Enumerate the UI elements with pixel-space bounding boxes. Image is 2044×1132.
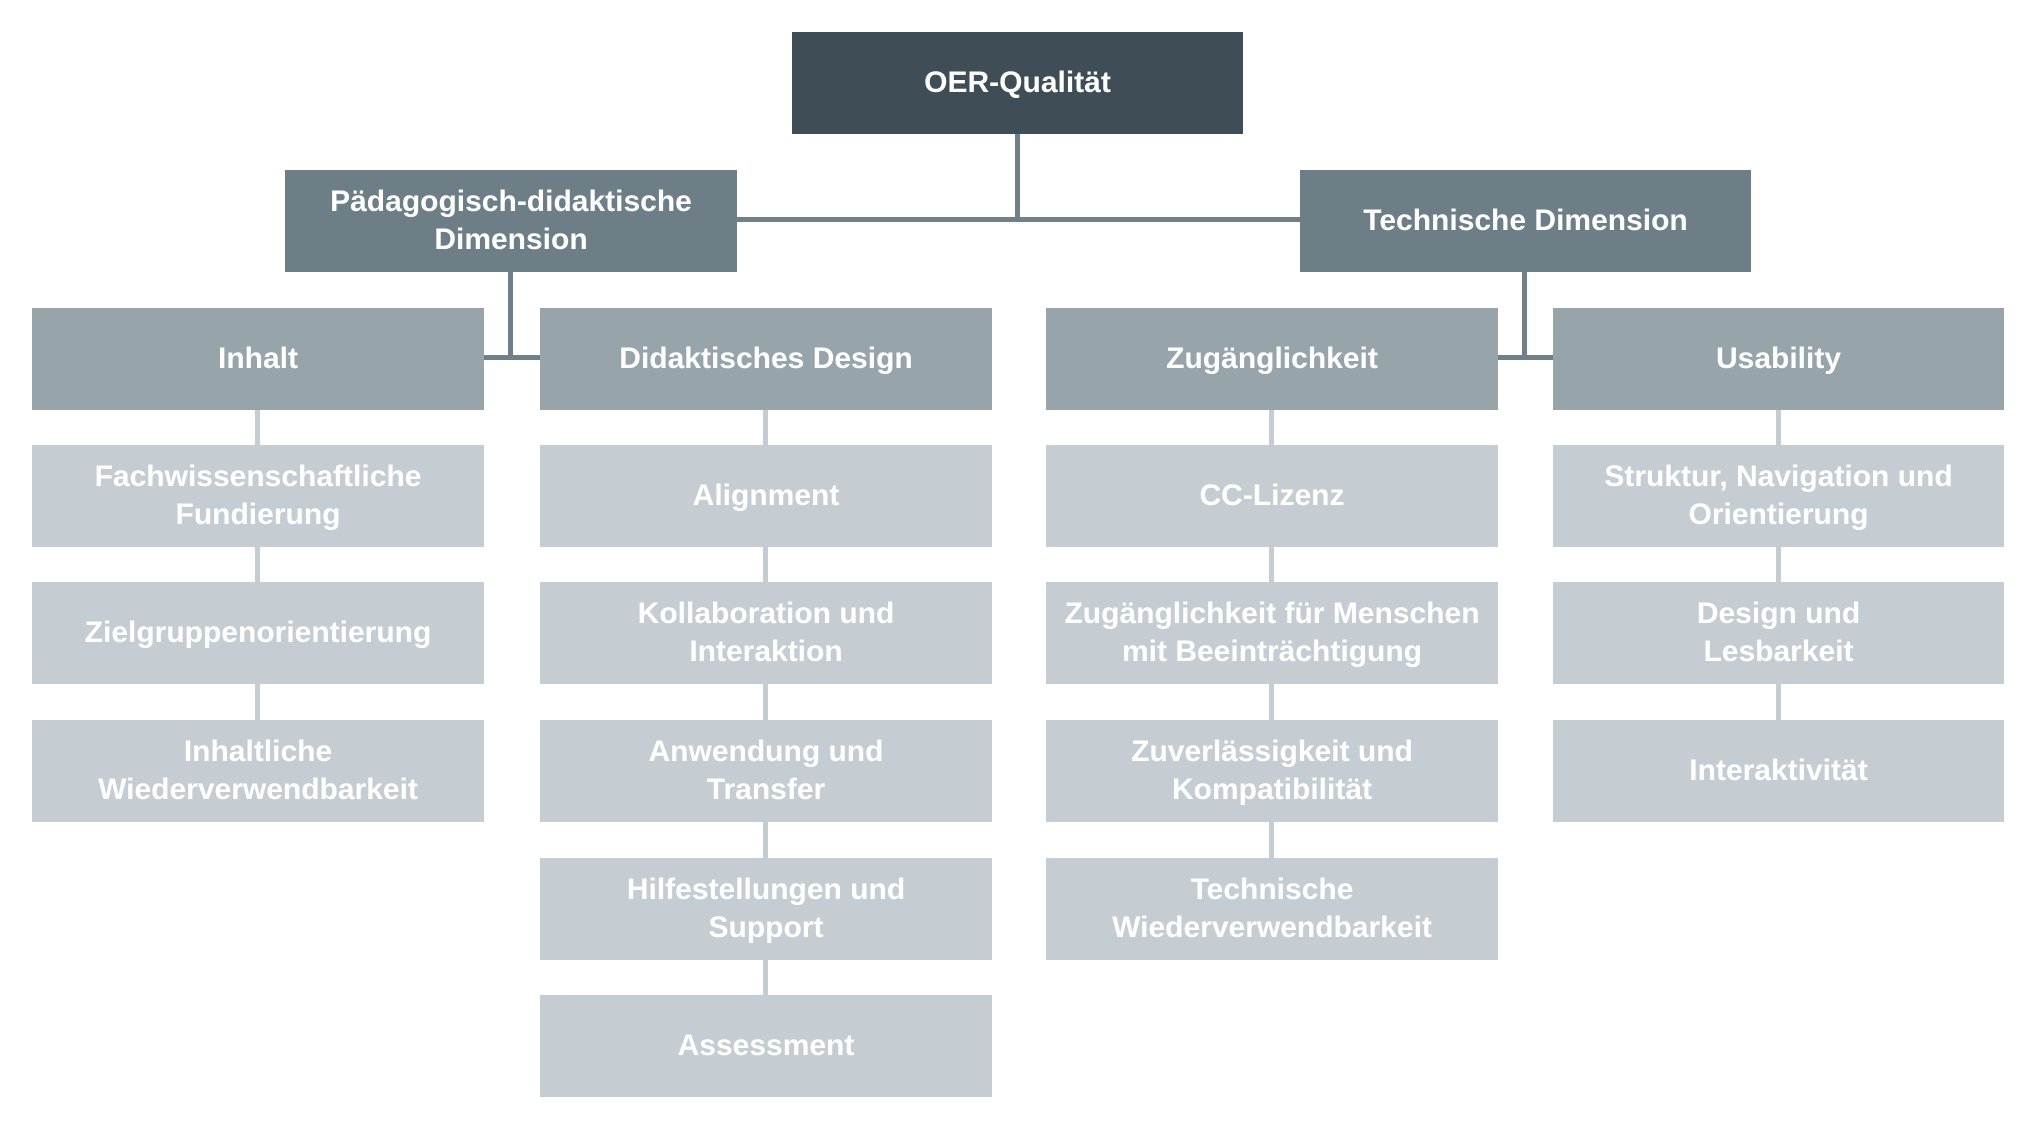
connector-col2-gap2: [763, 547, 768, 582]
connector-col3-gap3: [1269, 684, 1274, 720]
connector-col4-gap3: [1776, 684, 1781, 720]
connector-dim2-vertical: [1522, 272, 1527, 360]
connector-col4-gap1: [1776, 410, 1781, 445]
connector-col1-gap1: [255, 410, 260, 445]
node-anwendung-und-transfer: Anwendung und Transfer: [540, 720, 992, 822]
node-zugaenglichkeit-fuer-menschen: Zugänglichkeit für Menschen mit Beeinträ…: [1046, 582, 1498, 684]
connector-col3-gap2: [1269, 547, 1274, 582]
node-zielgruppenorientierung: Zielgruppenorientierung: [32, 582, 484, 684]
node-paedagogisch-didaktische-dimension: Pädagogisch-didaktische Dimension: [285, 170, 737, 272]
connector-root-horizontal: [737, 217, 1300, 222]
node-kollaboration-und-interaktion: Kollaboration und Interaktion: [540, 582, 992, 684]
node-cc-lizenz: CC-Lizenz: [1046, 445, 1498, 547]
node-technische-wiederverwendbarkeit: Technische Wiederverwendbarkeit: [1046, 858, 1498, 960]
connector-root-vertical: [1015, 134, 1020, 222]
connector-col3-gap4: [1269, 822, 1274, 858]
connector-col3-gap1: [1269, 410, 1274, 445]
node-oer-qualitaet: OER-Qualität: [792, 32, 1243, 134]
node-struktur-navigation-orientierung: Struktur, Navigation und Orientierung: [1553, 445, 2004, 547]
node-fachwissenschaftliche-fundierung: Fachwissenschaftliche Fundierung: [32, 445, 484, 547]
node-usability: Usability: [1553, 308, 2004, 410]
node-inhalt: Inhalt: [32, 308, 484, 410]
connector-col2-gap5: [763, 960, 768, 995]
connector-col1-gap3: [255, 684, 260, 720]
connector-dim2-horizontal: [1498, 355, 1553, 360]
node-zugaenglichkeit: Zugänglichkeit: [1046, 308, 1498, 410]
connector-col2-gap3: [763, 684, 768, 720]
connector-col2-gap1: [763, 410, 768, 445]
node-design-und-lesbarkeit: Design und Lesbarkeit: [1553, 582, 2004, 684]
node-assessment: Assessment: [540, 995, 992, 1097]
node-hilfestellungen-und-support: Hilfestellungen und Support: [540, 858, 992, 960]
node-zuverlaessigkeit-und-kompatibilitaet: Zuverlässigkeit und Kompatibilität: [1046, 720, 1498, 822]
connector-col2-gap4: [763, 822, 768, 858]
connector-dim1-horizontal: [484, 355, 540, 360]
connector-dim1-vertical: [508, 272, 513, 360]
node-didaktisches-design: Didaktisches Design: [540, 308, 992, 410]
node-inhaltliche-wiederverwendbarkeit: Inhaltliche Wiederverwendbarkeit: [32, 720, 484, 822]
node-alignment: Alignment: [540, 445, 992, 547]
connector-col1-gap2: [255, 547, 260, 582]
node-technische-dimension: Technische Dimension: [1300, 170, 1751, 272]
node-interaktivitaet: Interaktivität: [1553, 720, 2004, 822]
connector-col4-gap2: [1776, 547, 1781, 582]
